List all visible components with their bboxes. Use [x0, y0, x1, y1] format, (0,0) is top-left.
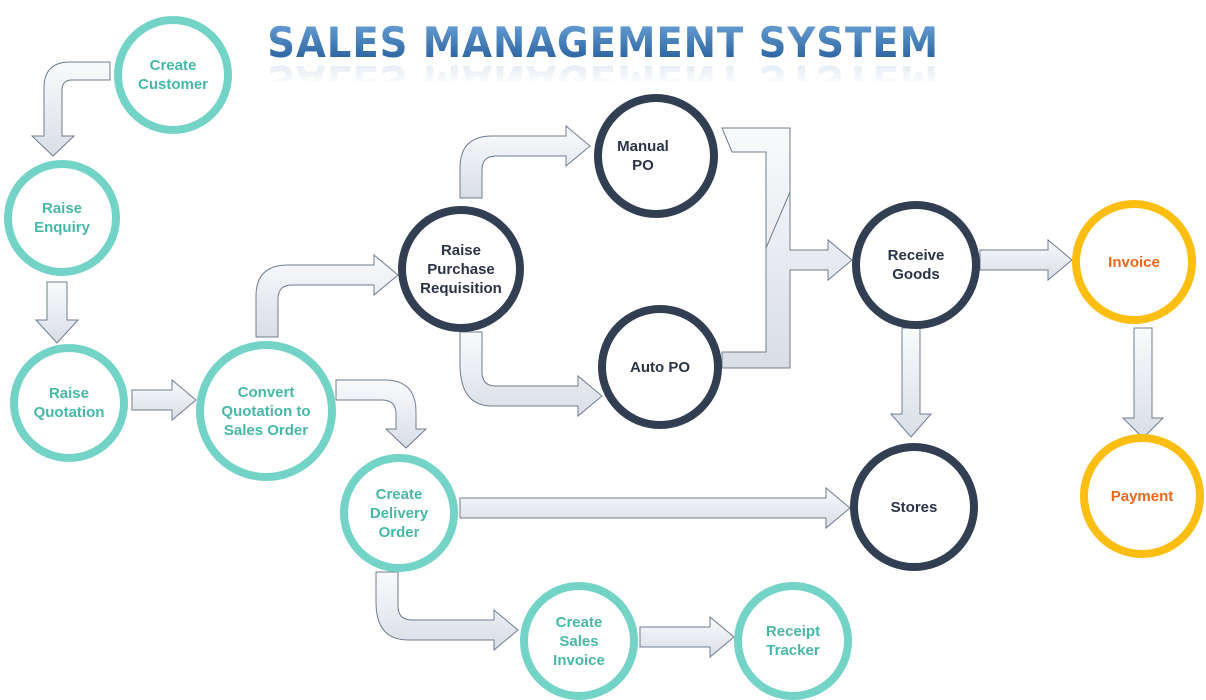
- node-raise-purchase-requisition[interactable]: Raise Purchase Requisition: [398, 206, 524, 332]
- node-stores[interactable]: Stores: [850, 443, 978, 571]
- node-raise-enquiry[interactable]: Raise Enquiry: [4, 160, 120, 276]
- node-auto-po[interactable]: Auto PO: [598, 305, 722, 429]
- arrow-convert-to-delivery: [335, 379, 428, 449]
- node-create-customer[interactable]: Create Customer: [114, 16, 232, 134]
- arrow-requisition-to-auto-po: [459, 331, 603, 418]
- arrow-goods-to-stores: [889, 327, 933, 438]
- arrow-quotation-to-convert: [131, 378, 197, 422]
- arrow-enquiry-to-quotation: [34, 281, 80, 344]
- node-invoice[interactable]: Invoice: [1072, 200, 1196, 324]
- node-manual-po[interactable]: Manual PO: [594, 94, 718, 218]
- node-payment[interactable]: Payment: [1080, 434, 1204, 558]
- arrow-delivery-to-sales-invoice: [375, 571, 519, 652]
- arrow-po-merge-bracket: [721, 127, 853, 369]
- arrow-customer-to-enquiry: [30, 61, 111, 157]
- node-raise-quotation[interactable]: Raise Quotation: [10, 344, 128, 462]
- node-receive-goods[interactable]: Receive Goods: [852, 201, 980, 329]
- node-create-delivery-order[interactable]: Create Delivery Order: [340, 454, 458, 572]
- arrow-delivery-to-stores: [459, 486, 851, 530]
- arrow-sales-invoice-to-receipt: [639, 615, 735, 659]
- title-container: SALES MANAGEMENT SYSTEM: [0, 18, 1206, 67]
- arrow-convert-to-requisition: [255, 253, 399, 338]
- arrow-goods-to-invoice: [979, 238, 1073, 282]
- node-create-sales-invoice[interactable]: Create Sales Invoice: [520, 582, 638, 700]
- diagram-title: SALES MANAGEMENT SYSTEM: [267, 18, 939, 67]
- node-receipt-tracker[interactable]: Receipt Tracker: [734, 582, 852, 700]
- node-convert-quotation[interactable]: Convert Quotation to Sales Order: [196, 341, 336, 481]
- arrow-requisition-to-manual-po: [459, 124, 591, 199]
- arrow-invoice-to-payment: [1121, 327, 1165, 439]
